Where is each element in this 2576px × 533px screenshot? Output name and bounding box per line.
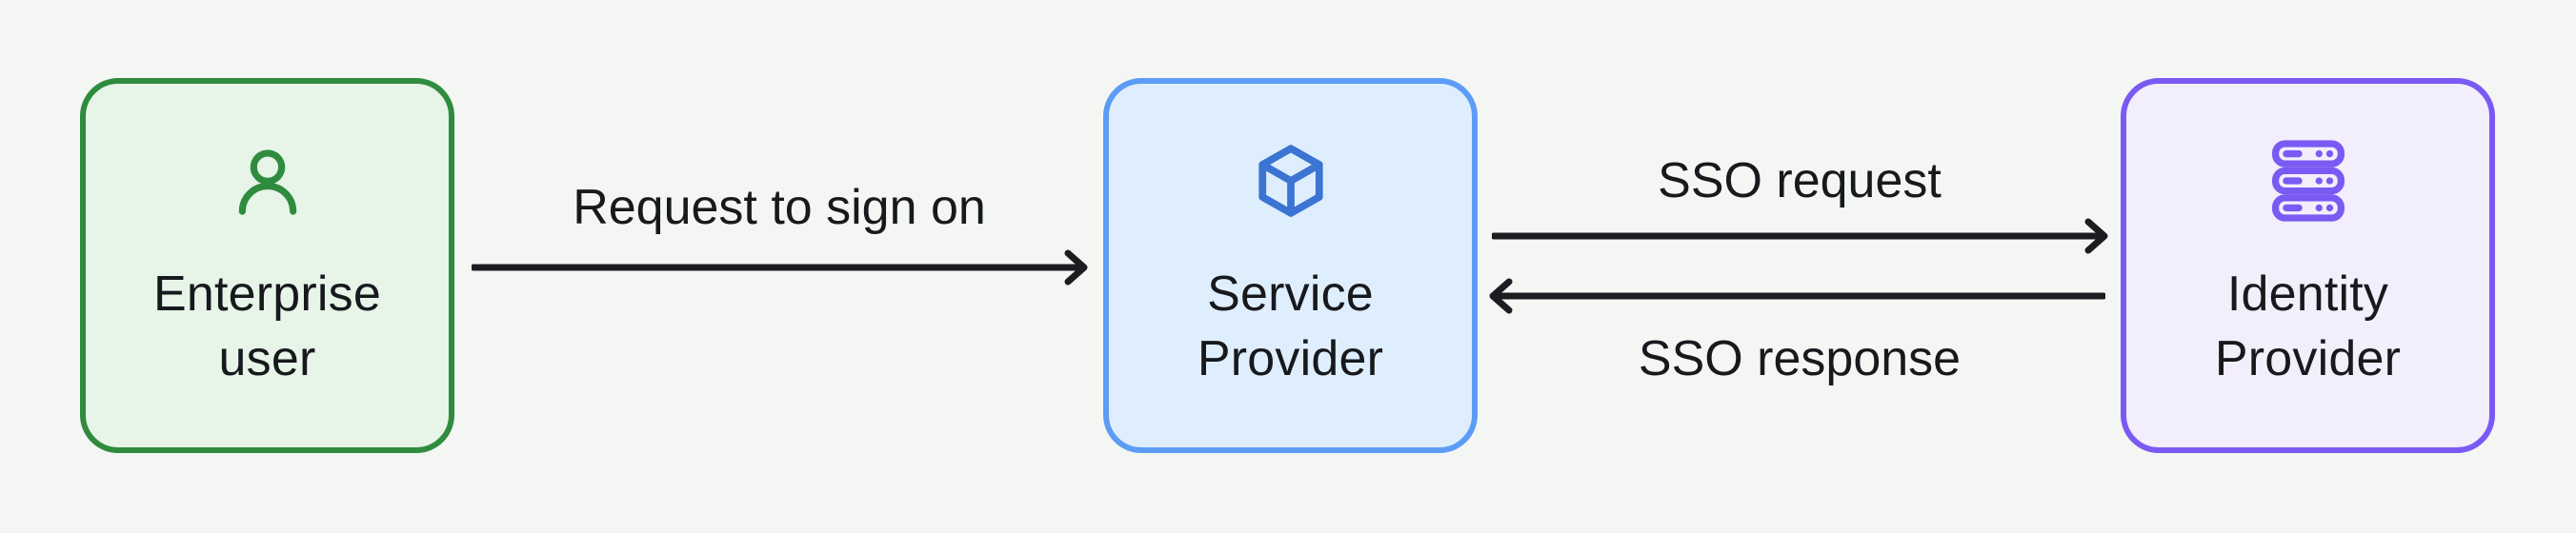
node-label-service-provider: Service Provider	[1197, 266, 1384, 386]
arrow-sso-response	[1488, 275, 2105, 317]
edge-label-sso-request: SSO request	[1658, 153, 1942, 208]
arrow-request-to-sign-on	[472, 247, 1089, 288]
edge-label-sso-response: SSO response	[1638, 331, 1962, 386]
node-enterprise-user: Enterprise user	[80, 78, 454, 453]
server-stack-icon	[2270, 140, 2346, 222]
user-icon	[229, 140, 307, 222]
edge-label-request-to-sign-on: Request to sign on	[573, 180, 986, 235]
node-label-enterprise-user: Enterprise user	[153, 266, 381, 386]
cube-icon	[1251, 140, 1331, 222]
arrow-sso-request	[1492, 215, 2109, 257]
node-identity-provider: Identity Provider	[2121, 78, 2495, 453]
node-label-identity-provider: Identity Provider	[2214, 266, 2402, 386]
node-service-provider: Service Provider	[1103, 78, 1478, 453]
